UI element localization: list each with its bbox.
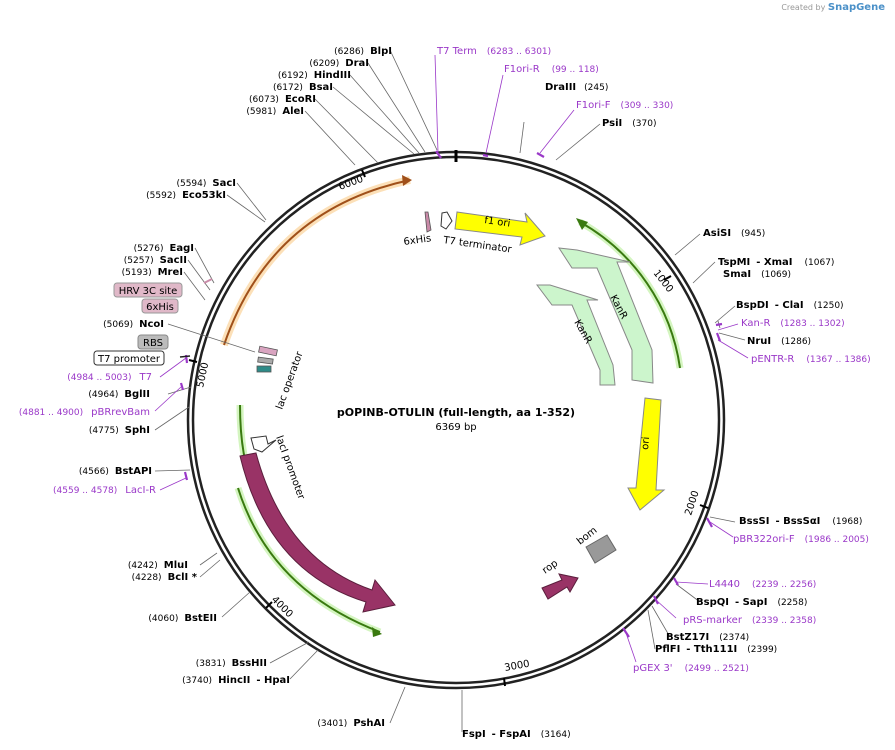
tick-label-5000: 5000	[195, 361, 211, 388]
enzyme-smai: SmaI(1069)	[723, 269, 791, 280]
enzymes-right: DraIII(245) PsiI(370) AsiSI(945) TspMI- …	[545, 82, 862, 655]
kanr-outer-arc	[579, 221, 681, 369]
primers: T7 Term(6283 .. 6301) F1ori-R(99 .. 118)…	[19, 46, 871, 674]
his6-box-label: 6xHis	[146, 302, 174, 313]
enzyme-bglii: (4964)BglII	[88, 389, 150, 400]
primer-laci-r: (4559 .. 4578)LacI-R	[53, 485, 156, 496]
enzyme-eagi: (5276)EagI	[134, 243, 194, 254]
tick-marks	[188, 169, 709, 687]
enzyme-psii: PsiI(370)	[602, 118, 656, 129]
enzyme-bsai: (6172)BsaI	[273, 82, 333, 93]
primer-kan-r: Kan-R(1283 .. 1302)	[741, 318, 845, 329]
insert-arc	[223, 179, 411, 346]
primer-leader-lines	[154, 54, 749, 663]
primer-pbr322ori-f: pBR322ori-F(1986 .. 2005)	[733, 534, 869, 545]
plasmid-size: 6369 bp	[435, 422, 476, 433]
primer-pbrrevbam: (4881 .. 4900)pBRrevBam	[19, 407, 150, 418]
tick-label-3000: 3000	[504, 659, 531, 674]
enzyme-alei: (5981)AleI	[246, 106, 304, 117]
enzyme-leader-lines	[154, 49, 746, 732]
f1-ori-label: f1 ori	[484, 215, 511, 230]
enzyme-ecori: (6073)EcoRI	[249, 94, 316, 105]
enzyme-bsssi-bsssai: BssSI- BssSαI(1968)	[739, 516, 862, 527]
enzyme-draiii: DraIII(245)	[545, 82, 608, 93]
plasmid-title: pOPINB-OTULIN (full-length, aa 1-352)	[337, 406, 575, 419]
enzyme-ncoi: (5069)NcoI	[103, 319, 164, 330]
kanr-feature-inner	[536, 284, 616, 386]
enzyme-bsteii: (4060)BstEII	[148, 613, 217, 624]
enzyme-sacii: (5257)SacII	[124, 255, 187, 266]
enzyme-pflfi-tth111i: PflFI- Tth111I(2399)	[655, 644, 777, 655]
enzyme-bspqi-sapi: BspQI- SapI(2258)	[696, 597, 807, 608]
lac-operator-block	[256, 365, 272, 373]
enzyme-eco53ki: (5592)Eco53kI	[146, 190, 226, 201]
primer-prs-marker: pRS-marker(2339 .. 2358)	[683, 615, 816, 626]
enzyme-sphi: (4775)SphI	[89, 425, 150, 436]
enzyme-mlui: (4242)MluI	[128, 560, 188, 571]
his6-label: 6xHis	[403, 233, 432, 248]
insert-arc-arrowhead	[402, 175, 412, 186]
enzyme-fspi-fspai: FspI- FspAI(3164)	[462, 729, 571, 740]
primer-pentr-r: pENTR-R(1367 .. 1386)	[751, 354, 871, 365]
enzyme-hincii-hpai: (3740)HincII- HpaI	[182, 675, 290, 686]
enzyme-tspmi-xmai: TspMI- XmaI(1067)	[718, 257, 834, 268]
enzyme-bsshii: (3831)BssHII	[196, 658, 267, 669]
primer-t7-term: T7 Term(6283 .. 6301)	[436, 46, 551, 57]
rop-label: rop	[540, 558, 560, 576]
primer-pgex-3: pGEX 3'(2499 .. 2521)	[633, 663, 749, 674]
rbs-box	[137, 334, 169, 350]
insert-arc-glow	[220, 176, 411, 347]
enzymes-left: (6286)BlpI (6209)DraI (6192)HindIII (617…	[79, 46, 571, 740]
enzyme-bspdi-clai: BspDI- ClaI(1250)	[736, 300, 844, 311]
t7-promoter-mark	[179, 355, 191, 358]
enzyme-bstapi: (4566)BstAPI	[79, 466, 152, 477]
enzyme-saci: (5594)SacI	[176, 178, 236, 189]
his6-tag-block	[424, 211, 432, 233]
lac-operator-label: lac operator	[274, 349, 305, 411]
ori-feature	[627, 397, 666, 511]
t7-terminator-label: T7 terminator	[442, 235, 514, 256]
enzyme-bcli: (4228)BclI *	[132, 572, 198, 583]
hrv-3c-site-block	[258, 345, 278, 357]
primer-t7: (4984 .. 5003)T7	[67, 372, 152, 383]
bom-feature	[585, 534, 617, 564]
rop-feature	[541, 573, 579, 600]
watermark-created-by: Created by	[781, 3, 826, 12]
primer-f1ori-r: F1ori-R(99 .. 118)	[504, 64, 599, 75]
laci-green-arc-lower	[237, 487, 381, 633]
enzyme-drai: (6209)DraI	[309, 58, 369, 69]
snapgene-logo: SnapGene	[827, 2, 885, 13]
primer-f1ori-f: F1ori-F(309 .. 330)	[576, 100, 673, 111]
t7-terminator-feature	[440, 211, 453, 230]
ori-label: ori	[640, 436, 652, 450]
his6-box	[141, 298, 179, 314]
enzyme-mrei: (5193)MreI	[122, 267, 183, 278]
enzyme-blpi: (6286)BlpI	[334, 46, 392, 57]
kanr-outer-arc-arrowhead	[576, 218, 588, 230]
enzyme-hindiii: (6192)HindIII	[278, 70, 351, 81]
kanr-feature-outer	[558, 247, 654, 384]
enzyme-pshai: (3401)PshAI	[317, 718, 385, 729]
his6-mark	[203, 278, 213, 284]
laci-promoter-feature	[250, 435, 277, 453]
snapgene-watermark: Created by SnapGene	[781, 2, 885, 13]
primer-marks	[179, 150, 723, 638]
laci-green-arc-arrowhead	[372, 627, 382, 637]
rbs-box-label: RBS	[143, 338, 163, 349]
t7-promoter-label: T7 promoter	[97, 354, 161, 365]
rbs-block	[257, 356, 274, 365]
enzyme-drui: NruI(1286)	[747, 336, 811, 347]
enzyme-asisi: AsiSI(945)	[703, 228, 765, 239]
laci-feature	[239, 452, 396, 613]
t7-promoter-box	[93, 350, 165, 366]
hrv-3c-site-label: HRV 3C site	[119, 286, 178, 297]
tick-label-2000: 2000	[683, 489, 701, 517]
hrv-3c-site-box	[113, 282, 183, 298]
primer-l4440: L4440(2239 .. 2256)	[709, 579, 816, 590]
f1-ori-feature	[454, 211, 546, 246]
enzyme-bstz17i: BstZ17I(2374)	[666, 632, 749, 643]
laci-promoter-label: lacI promoter	[273, 434, 307, 501]
